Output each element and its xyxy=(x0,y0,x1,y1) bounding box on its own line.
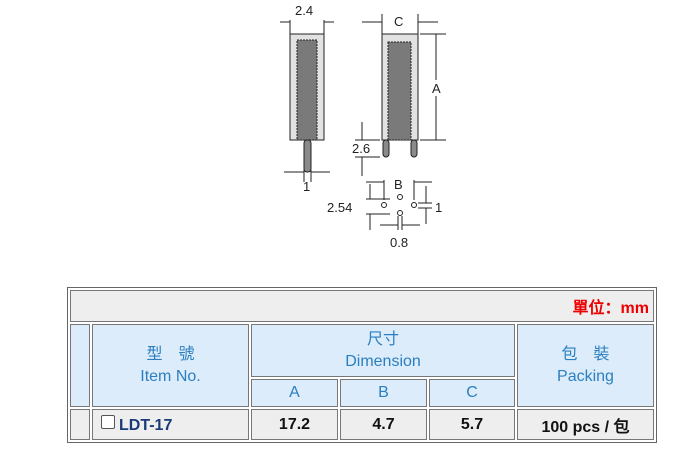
col-b-header: B xyxy=(340,379,427,407)
dim-hole-diameter: 0.8 xyxy=(390,235,408,250)
dim-pitch: 2.54 xyxy=(327,200,352,215)
dim-a: A xyxy=(432,81,441,96)
packing-header-zh: 包 裝 xyxy=(561,345,610,363)
item-header: 型 號 Item No. xyxy=(92,324,249,407)
dim-hole-offset: 1 xyxy=(435,200,442,215)
dim-b: B xyxy=(394,177,403,192)
dim-c: C xyxy=(394,14,403,29)
col-c-header: C xyxy=(429,379,515,407)
value-b: 4.7 xyxy=(340,409,427,440)
dim-2-4: 2.4 xyxy=(295,3,313,18)
packing-header-en: Packing xyxy=(557,367,614,385)
unit-label: 單位：mm xyxy=(70,290,654,322)
table-row: LDT-17 17.2 4.7 5.7 100 pcs / 包 xyxy=(70,409,654,440)
row-select-cell xyxy=(70,409,90,440)
col-a-header: A xyxy=(251,379,338,407)
value-a: 17.2 xyxy=(251,409,338,440)
item-cell: LDT-17 xyxy=(92,409,249,440)
dim-pin-length: 2.6 xyxy=(352,141,370,156)
dim-pin-width: 1 xyxy=(303,179,310,194)
select-column-header xyxy=(70,324,90,407)
dimension-header-en: Dimension xyxy=(345,352,421,370)
packing-value: 100 pcs / 包 xyxy=(517,409,654,440)
component-drawing: 2.4 1 C A 2.6 B 2.54 1 0.8 xyxy=(280,3,446,250)
item-header-en: Item No. xyxy=(140,367,201,385)
dimension-header: 尺寸 Dimension xyxy=(251,324,515,377)
dimension-header-zh: 尺寸 xyxy=(366,330,399,348)
item-checkbox[interactable] xyxy=(101,414,115,429)
value-c: 5.7 xyxy=(429,409,515,440)
item-number: LDT-17 xyxy=(119,416,173,434)
packing-header: 包 裝 Packing xyxy=(517,324,654,407)
item-header-zh: 型 號 xyxy=(146,345,195,363)
spec-table: 單位：mm 型 號 Item No. 尺寸 Dimension 包 裝 Packing… xyxy=(67,287,657,443)
